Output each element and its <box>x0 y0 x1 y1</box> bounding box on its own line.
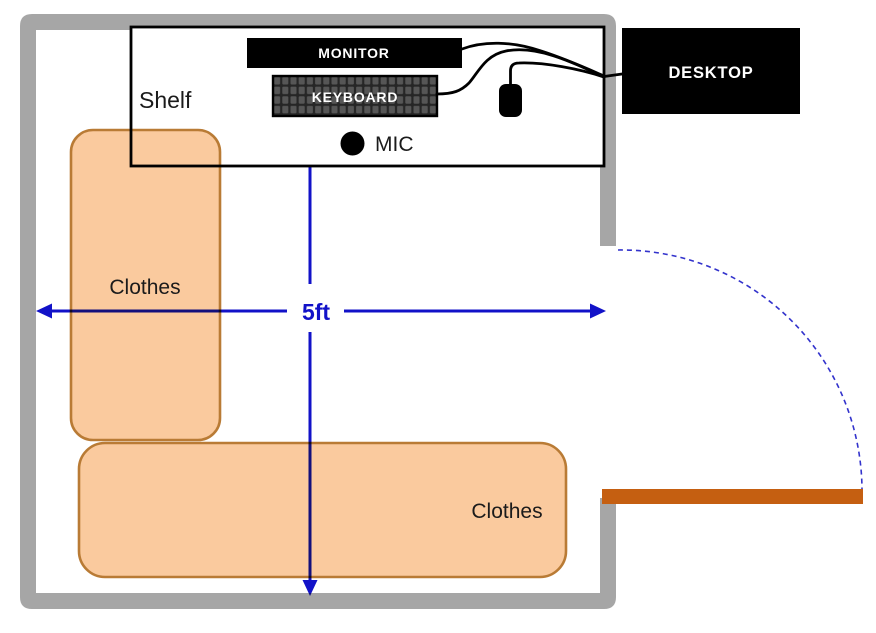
keyboard-label: KEYBOARD <box>312 89 399 105</box>
clothes-horizontal-label: Clothes <box>471 500 542 523</box>
mouse <box>499 84 522 117</box>
arrowhead-left <box>36 303 52 319</box>
dimension-arrows: 5ft <box>36 167 606 596</box>
monitor-label: MONITOR <box>318 45 389 61</box>
desktop-tower <box>622 28 800 114</box>
arrowhead-down <box>302 580 318 596</box>
mic-icon <box>340 131 365 156</box>
clothes-pile-horizontal <box>77 441 568 579</box>
clothes-pile-vertical <box>69 128 222 442</box>
mouse-cable <box>509 61 606 87</box>
clothes-vertical-label: Clothes <box>109 276 180 299</box>
arrowhead-right <box>590 303 606 319</box>
shelf-label: Shelf <box>139 87 192 113</box>
desktop-cable <box>602 72 624 78</box>
mic-label: MIC <box>375 133 414 156</box>
desktop-label: DESKTOP <box>668 64 753 82</box>
monitor <box>247 38 462 68</box>
dimension-label: 5ft <box>302 299 330 325</box>
door-swing-arc <box>617 249 863 490</box>
door-opening <box>597 246 620 498</box>
door-panel <box>602 489 863 504</box>
keyboard-cable <box>435 48 606 96</box>
keyboard <box>271 74 439 118</box>
cables <box>435 41 624 96</box>
shelf-outline <box>129 25 606 168</box>
